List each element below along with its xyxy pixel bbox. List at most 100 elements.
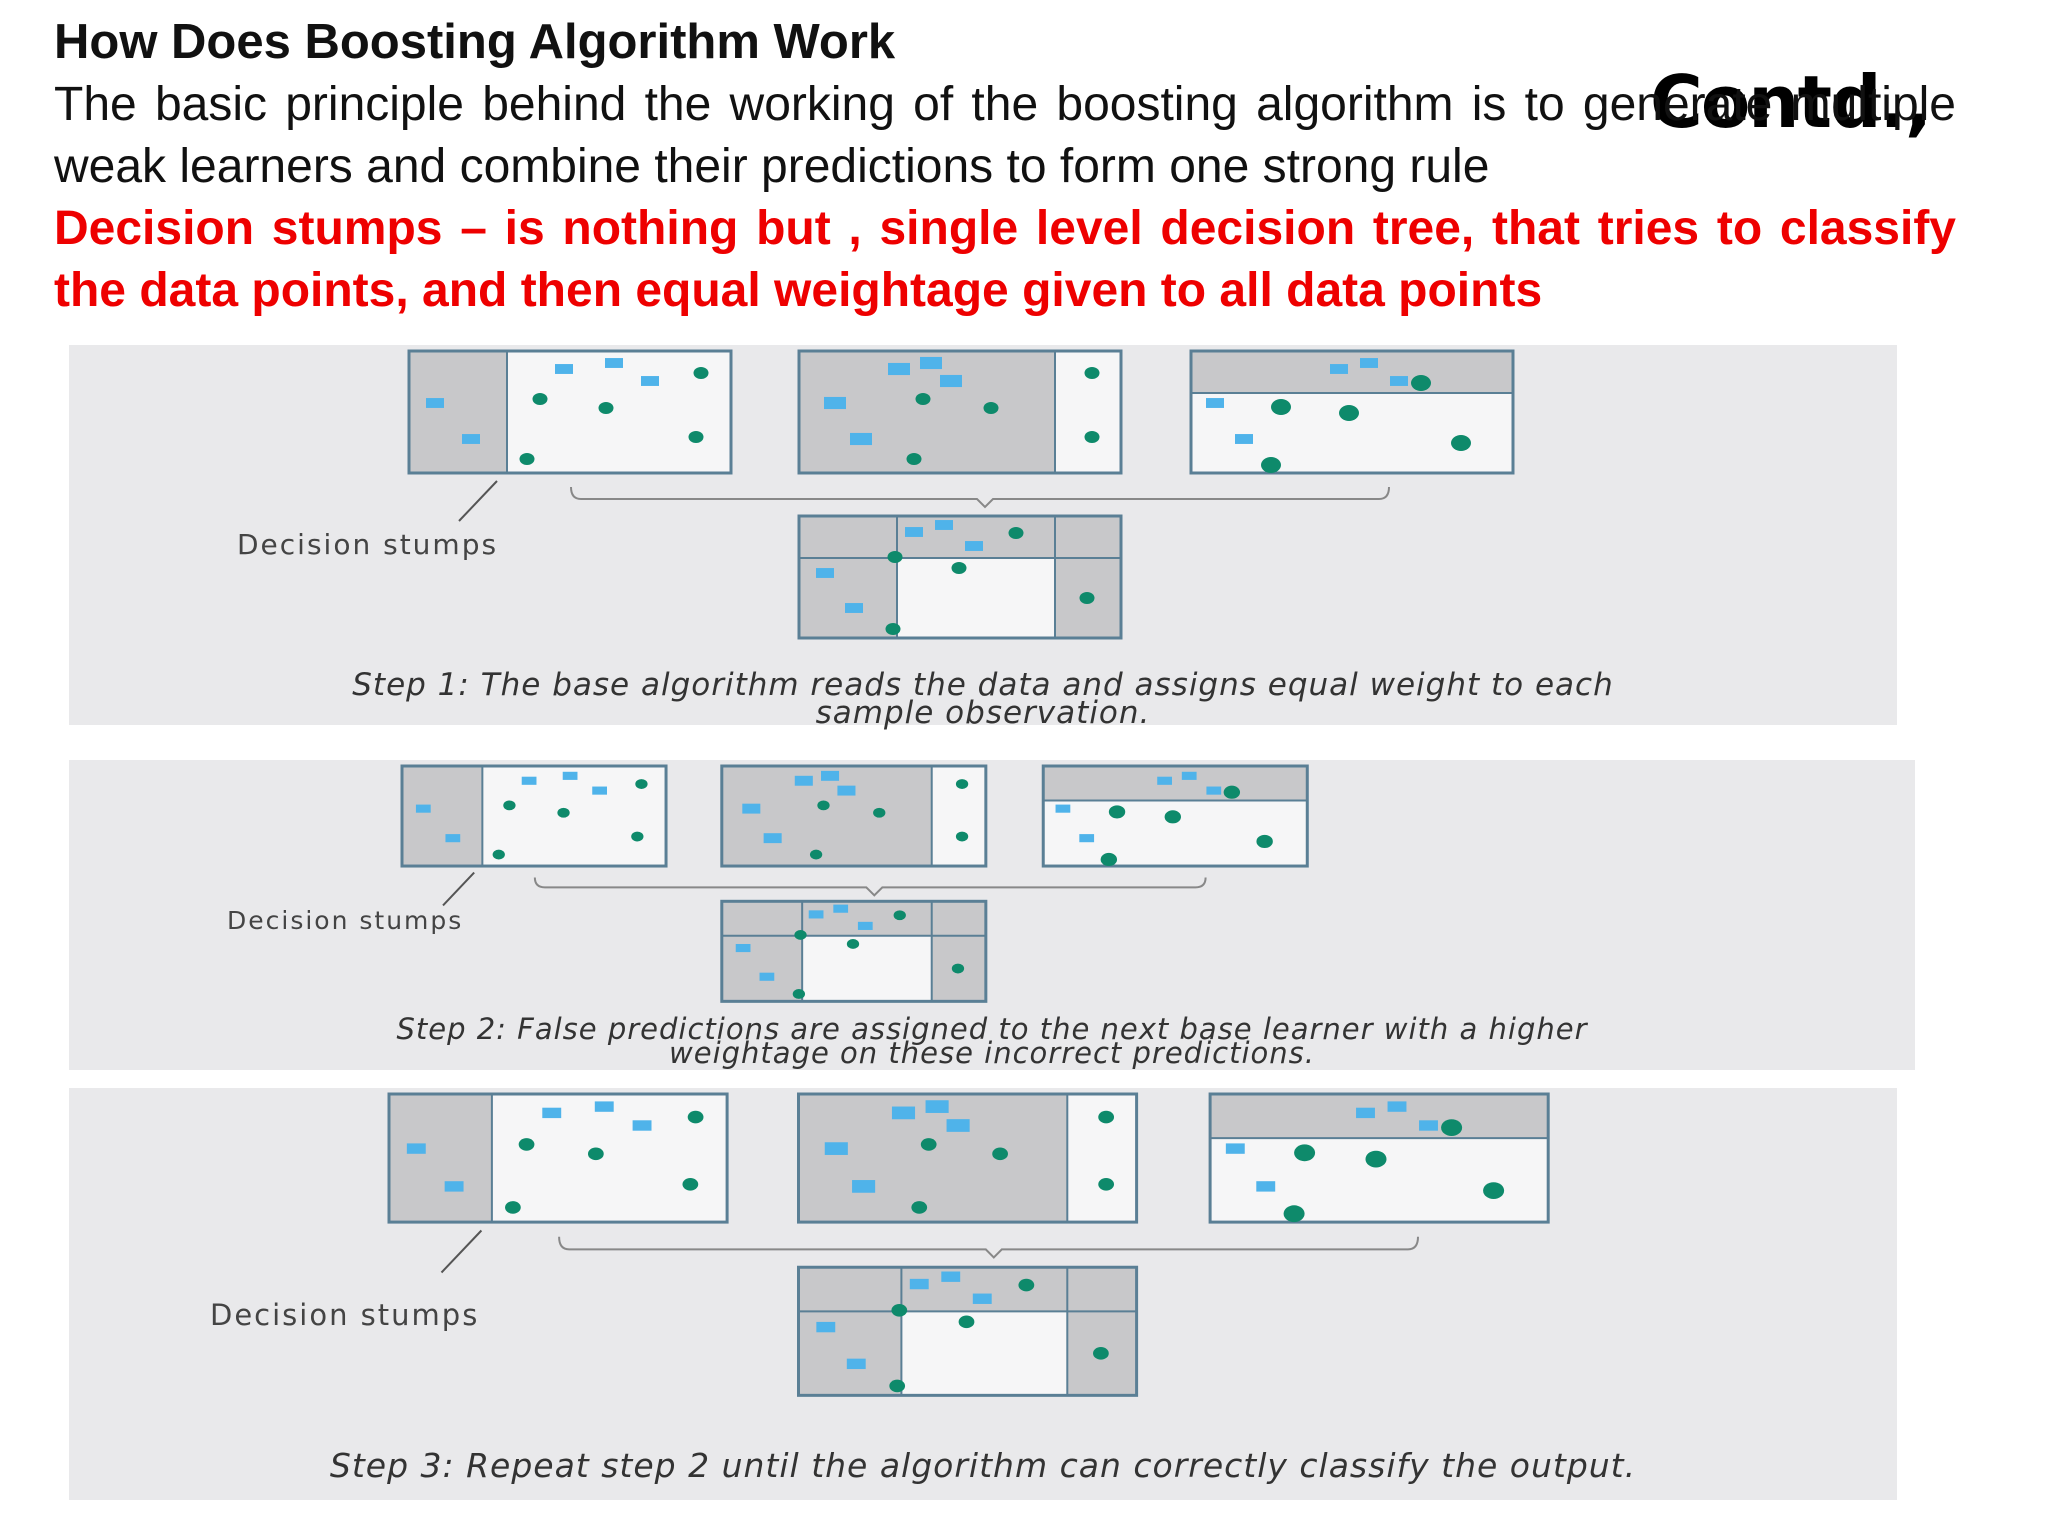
- green-circle-point: [920, 1138, 937, 1151]
- blue-square-point: [742, 803, 761, 814]
- blue-square-point: [1330, 364, 1348, 374]
- green-circle-point: [911, 1201, 928, 1214]
- green-circle-point: [958, 1315, 975, 1329]
- decision-stumps-definition: Decision stumps – is nothing but , singl…: [54, 202, 1956, 317]
- blue-square-point: [445, 834, 461, 843]
- blue-square-point: [972, 1293, 992, 1304]
- blue-square-point: [852, 1180, 876, 1193]
- blue-square-point: [632, 1120, 652, 1131]
- blue-square-point: [816, 1321, 836, 1333]
- blue-square-point: [1235, 434, 1253, 444]
- green-circle-point: [915, 393, 931, 405]
- shaded-region: [799, 351, 1055, 473]
- green-circle-point: [1093, 1347, 1109, 1360]
- decision-stumps-label: Decision stumps: [227, 906, 464, 935]
- stump-box-border: [797, 514, 1123, 640]
- green-circle-point: [1084, 367, 1100, 379]
- stump-box-border: [1041, 764, 1309, 868]
- green-circle-point: [682, 1178, 699, 1191]
- stump-box-border: [387, 1092, 729, 1224]
- blue-square-point: [1079, 834, 1095, 843]
- contd-label: Contd.,: [1650, 60, 1932, 144]
- green-circle-point: [846, 939, 860, 949]
- green-circle-point: [687, 1110, 704, 1124]
- step-1-caption-line-2: sample observation.: [815, 695, 1151, 731]
- blue-square-point: [406, 1143, 426, 1154]
- shaded-region: [721, 766, 932, 867]
- step-2-caption-line-2: weightage on these incorrect predictions…: [669, 1036, 1315, 1070]
- green-circle-point: [1271, 399, 1291, 415]
- green-circle-point: [587, 1147, 604, 1161]
- green-circle-point: [792, 989, 806, 999]
- green-circle-point: [635, 779, 648, 789]
- blue-square-point: [925, 1100, 949, 1113]
- green-circle-point: [889, 1379, 906, 1393]
- blue-square-point: [1055, 804, 1071, 813]
- green-circle-point: [492, 849, 505, 860]
- shaded-region: [402, 766, 483, 867]
- green-circle-point: [693, 367, 709, 379]
- green-circle-point: [505, 1201, 521, 1214]
- green-circle-point: [873, 807, 886, 818]
- green-circle-point: [598, 402, 614, 414]
- step-3-diagram: Decision stumps Step 3: Repeat step 2 un…: [69, 1088, 1897, 1500]
- green-circle-point: [518, 1138, 535, 1151]
- principle-text: The basic principle behind the working o…: [54, 78, 1956, 193]
- green-circle-point: [1339, 405, 1359, 421]
- green-circle-point: [983, 402, 999, 414]
- green-circle-point: [951, 562, 967, 574]
- step-3-diagram-svg: [387, 1092, 1550, 1397]
- decision-stumps-label: Decision stumps: [210, 1298, 480, 1332]
- blue-square-point: [1256, 1181, 1276, 1192]
- green-circle-point: [955, 831, 969, 842]
- label-pointer-line: [458, 480, 498, 522]
- green-circle-point: [817, 800, 830, 811]
- green-circle-point: [1079, 592, 1095, 604]
- blue-square-point: [1390, 376, 1408, 386]
- blue-square-point: [1225, 1143, 1245, 1154]
- blue-square-point: [816, 568, 834, 578]
- blue-square-point: [824, 1142, 848, 1155]
- shaded-region: [389, 1094, 492, 1223]
- green-circle-point: [1283, 1205, 1305, 1223]
- blue-square-point: [426, 398, 444, 408]
- shaded-region: [1191, 351, 1513, 393]
- blue-square-point: [555, 364, 573, 374]
- step-2-diagram: Decision stumps Step 2: False prediction…: [69, 760, 1915, 1070]
- blue-square-point: [920, 356, 942, 370]
- step-2-caption-line-1: Step 2: False predictions are assigned t…: [396, 1012, 1588, 1046]
- green-circle-point: [1098, 1110, 1115, 1124]
- green-circle-point: [1008, 527, 1024, 539]
- stump-box-border: [797, 1092, 1139, 1224]
- blue-square-point: [846, 1358, 866, 1370]
- label-pointer-line: [442, 871, 475, 907]
- green-circle-point: [631, 831, 644, 842]
- blue-square-point: [562, 771, 578, 780]
- green-circle-point: [885, 623, 901, 635]
- stump-box-border: [720, 899, 988, 1003]
- shaded-region: [798, 1094, 1068, 1223]
- blue-square-point: [592, 786, 607, 795]
- blue-square-point: [857, 921, 873, 930]
- green-circle-point: [1018, 1278, 1035, 1292]
- blue-square-point: [909, 1278, 929, 1290]
- stump-box-border: [407, 349, 733, 475]
- shaded-region: [409, 351, 507, 473]
- green-circle-point: [1294, 1144, 1316, 1162]
- blue-square-point: [521, 776, 537, 785]
- green-circle-point: [557, 807, 570, 818]
- blue-square-point: [415, 804, 431, 813]
- green-circle-point: [955, 779, 969, 789]
- blue-square-point: [641, 376, 659, 386]
- blue-square-point: [794, 775, 813, 786]
- blue-square-point: [845, 603, 863, 613]
- combine-bracket: [533, 877, 1207, 897]
- blue-square-point: [808, 910, 824, 919]
- green-circle-point: [1100, 852, 1118, 867]
- step-1-diagram: Decision stumps Step 1: The base algorit…: [69, 345, 1897, 731]
- stump-box-border: [797, 1265, 1139, 1397]
- stump-box-border: [1189, 349, 1515, 475]
- blue-square-point: [888, 362, 910, 376]
- blue-square-point: [891, 1106, 916, 1120]
- green-circle-point: [1256, 834, 1273, 848]
